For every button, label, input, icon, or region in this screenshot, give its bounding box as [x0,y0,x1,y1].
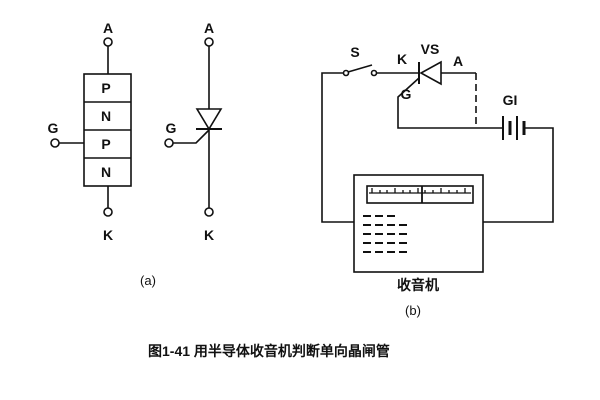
layer-n2-label: N [101,164,111,180]
thyristor-vs-label: VS [421,41,440,57]
structure-gate-label: G [48,120,59,136]
symbol-cathode-terminal [204,207,214,217]
switch-label: S [350,44,359,60]
symbol-anode-label: A [204,20,214,36]
vs-a-label: A [453,53,463,69]
structure-cathode-label: K [103,227,113,243]
symbol-gate-terminal [164,138,174,148]
structure-gate-terminal [50,138,60,148]
symbol-anode-terminal [204,37,214,47]
radio-dial-scale [369,186,471,203]
figure-caption: 图1-41 用半导体收音机判断单向晶闸管 [148,343,390,359]
switch-blade [347,64,373,73]
battery-label: GI [503,92,518,108]
switch-right-contact [370,69,378,77]
symbol-diode-triangle [195,108,223,131]
radio-dial [366,185,474,204]
figure-b-tag: (b) [405,303,421,318]
pnpn-structure: A P N P N K G [48,20,132,243]
vs-gate-lead [397,77,476,129]
switch-left-contact [342,69,350,77]
structure-cathode-terminal [103,207,113,217]
vs-k-label: K [397,51,407,67]
layer-p2-label: P [101,136,110,152]
symbol-gate-label: G [166,120,177,136]
layer-p1-label: P [101,80,110,96]
radio-label: 收音机 [397,277,439,293]
vs-diode-triangle [419,60,442,86]
layer-n1-label: N [101,108,111,124]
test-circuit [321,60,554,273]
thyristor-symbol: A K G [164,20,223,243]
radio-speaker-grille [363,215,407,253]
symbol-cathode-label: K [204,227,214,243]
symbol-gate-lead [173,129,210,144]
right-wire [483,127,554,223]
figure-a-tag: (a) [140,273,156,288]
left-wire [321,72,354,223]
structure-anode-terminal [103,37,113,47]
vs-g-label: G [401,86,412,102]
structure-anode-label: A [103,20,113,36]
